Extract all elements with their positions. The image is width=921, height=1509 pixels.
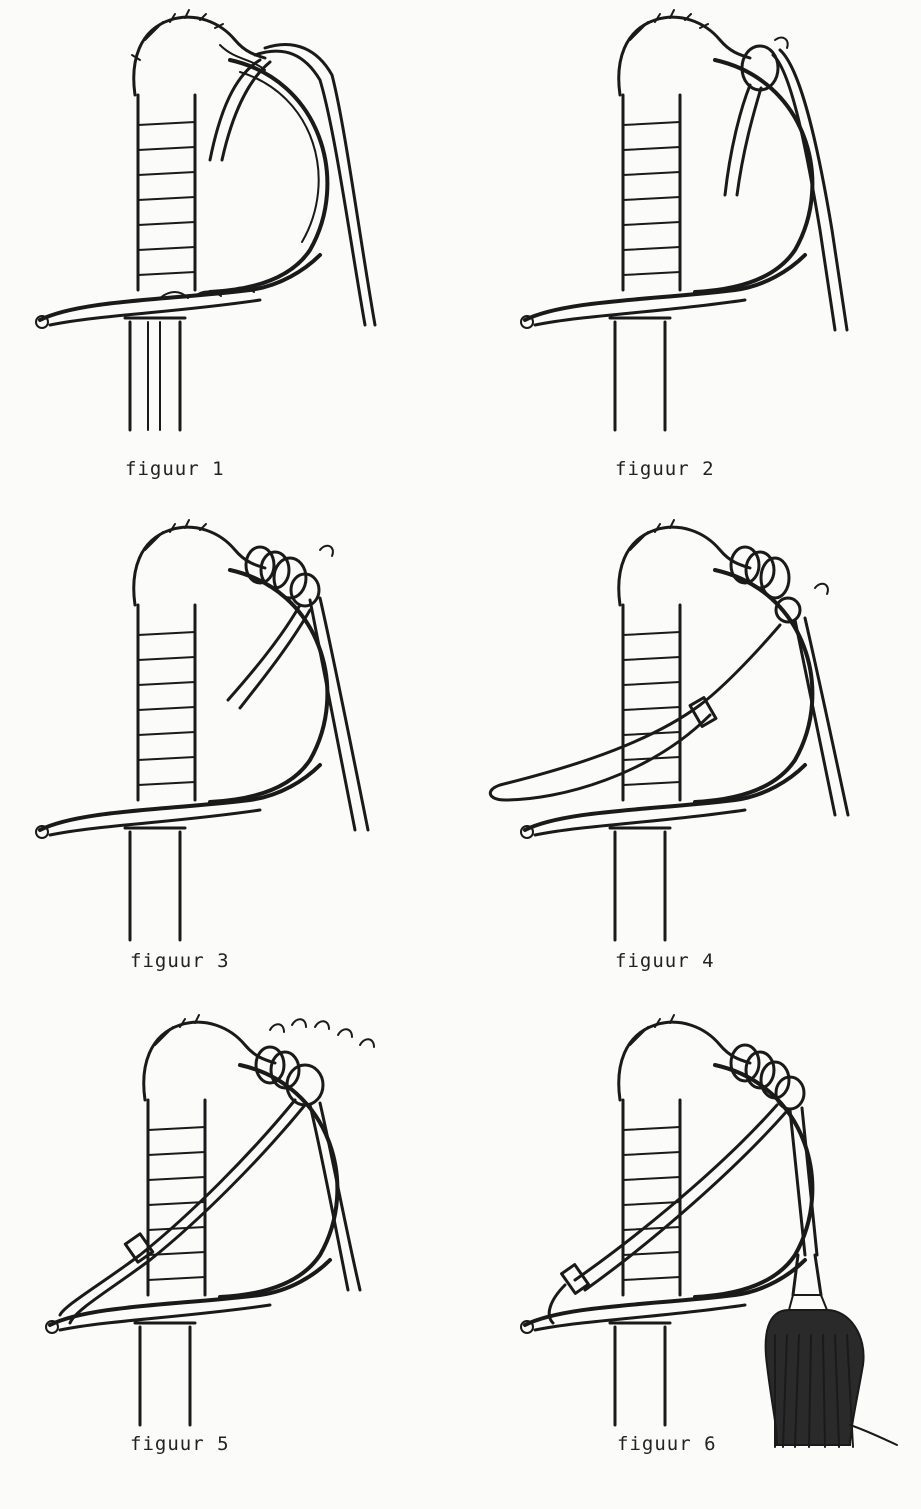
figure-6-caption: figuur 6 [617,1433,717,1455]
figure-5: figuur 5 [30,1005,450,1495]
sword-hilt-drawing-1 [20,0,440,450]
figure-2-caption: figuur 2 [615,458,715,480]
sword-hilt-drawing-3 [20,510,440,960]
figure-4: figuur 4 [480,510,900,1000]
figure-3: figuur 3 [20,510,440,1000]
figure-4-caption: figuur 4 [615,950,715,972]
figure-3-caption: figuur 3 [130,950,230,972]
figure-1: figuur 1 [20,0,440,490]
figure-1-caption: figuur 1 [125,458,225,480]
figure-5-caption: figuur 5 [130,1433,230,1455]
sword-hilt-drawing-2 [505,0,921,450]
figure-6: figuur 6 [505,1005,921,1495]
figure-2: figuur 2 [505,0,921,490]
sword-hilt-drawing-5 [30,1005,450,1455]
sword-hilt-drawing-6 [505,1005,921,1455]
sword-hilt-drawing-4 [480,510,900,960]
